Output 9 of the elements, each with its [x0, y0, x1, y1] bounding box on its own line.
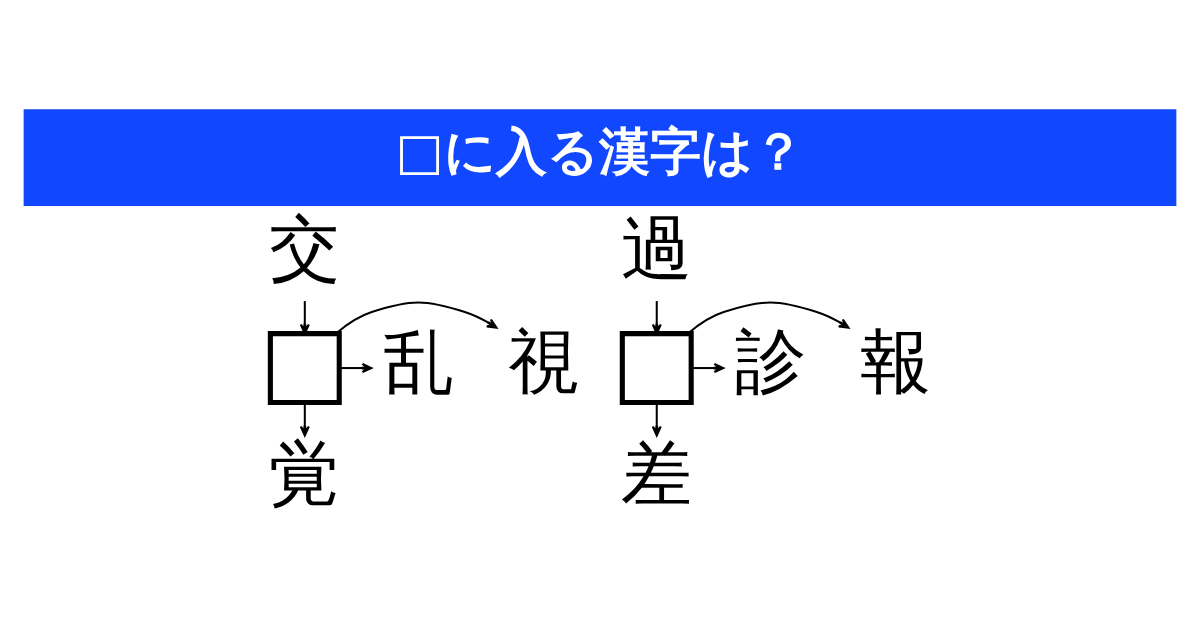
node-text: 報 [859, 319, 931, 403]
node-text: 診 [734, 319, 806, 403]
node-text: 乱 [382, 319, 454, 403]
node-text: 視 [507, 319, 579, 403]
node-text: 交 [269, 206, 341, 290]
node-text: 過 [621, 206, 693, 290]
node-text: 覚 [269, 431, 341, 515]
diagram-title: □に入る漢字は？ [395, 121, 804, 181]
node-text: 差 [621, 431, 693, 515]
